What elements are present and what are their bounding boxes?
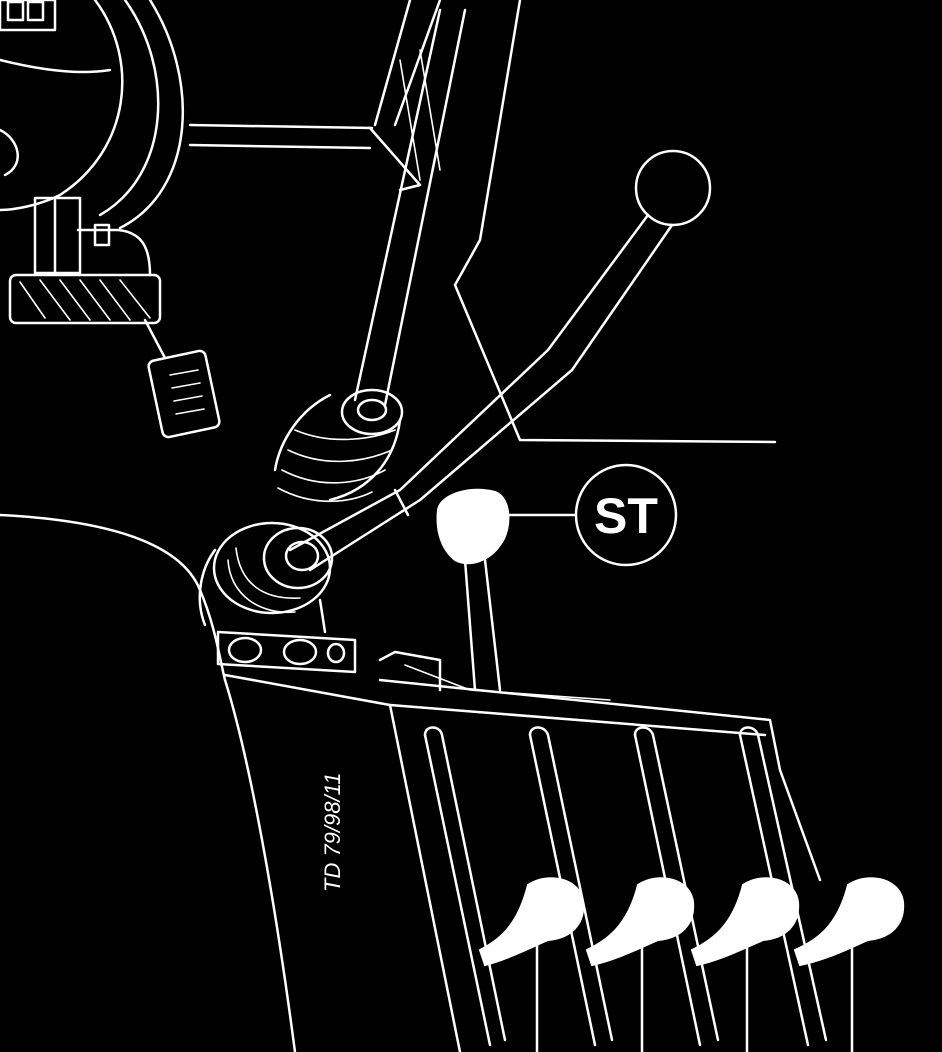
st-lever: [436, 488, 577, 692]
st-callout-label: ST: [594, 488, 658, 544]
pedal-icon: [8, 273, 221, 439]
slot-lever-1: [423, 726, 585, 1052]
slot-lever-2: [528, 726, 695, 1052]
gear-lever-icon: [188, 0, 522, 503]
slot-lever-3: [633, 726, 800, 1052]
console-body: [0, 513, 782, 1052]
steering-column: [0, 0, 184, 277]
reference-code: TD 79/98/11: [320, 773, 345, 892]
control-lever-icon: [198, 149, 777, 627]
st-callout: ST: [574, 463, 678, 567]
slot-lever-4: [738, 726, 905, 1052]
